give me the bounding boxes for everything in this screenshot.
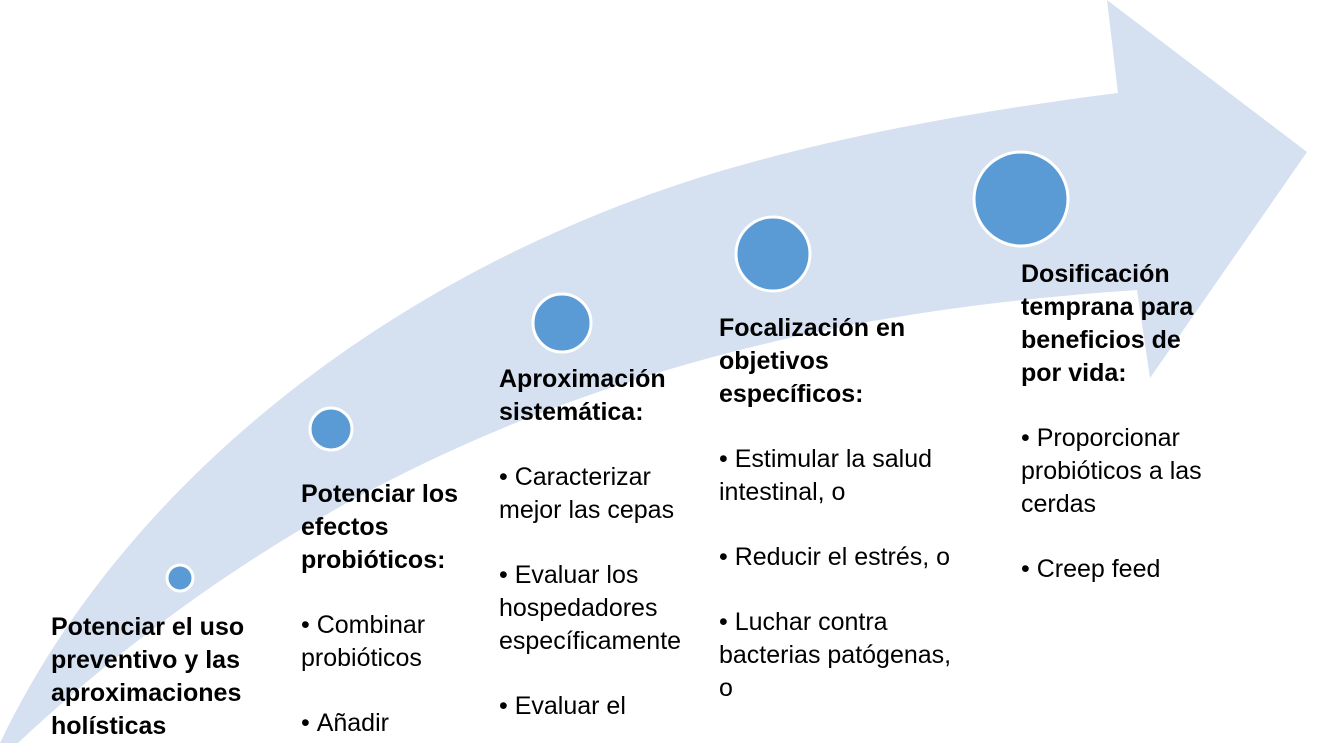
stage-4-bullet-2: Reducir el estrés, o (719, 541, 984, 574)
stage-5-heading: Dosificación temprana para beneficios de… (1021, 260, 1194, 387)
stage-1: Potenciar el uso preventivo y las aproxi… (51, 611, 291, 743)
stage-2-bullet-1: Combinar probióticos (301, 609, 501, 675)
stage-1-heading: Potenciar el uso preventivo y las aproxi… (51, 613, 245, 740)
stage-3-bullet-2: Evaluar los hospedadores específicamente (499, 559, 714, 658)
stage-5-bullet-2: Creep feed (1021, 553, 1251, 586)
stage-3-bullet-1: Caracterizar mejor las cepas (499, 461, 714, 527)
stage-3-bullets: Caracterizar mejor las cepas Evaluar los… (499, 461, 714, 723)
stage-2: Potenciar los efectos probióticos: Combi… (301, 478, 501, 740)
stage-4-heading: Focalización en objetivos específicos: (719, 314, 906, 408)
stage-5-dot (972, 150, 1070, 248)
stage-2-bullet-2: Añadir (301, 707, 501, 740)
stage-4: Focalización en objetivos específicos: E… (719, 312, 984, 705)
stage-3-bullet-3: Evaluar el (499, 690, 714, 723)
stage-3: Aproximación sistemática: Caracterizar m… (499, 363, 714, 723)
stage-4-bullet-3: Luchar contra bacterias patógenas, o (719, 606, 984, 705)
stage-1-dot (165, 563, 195, 593)
stage-5: Dosificación temprana para beneficios de… (1021, 258, 1251, 586)
stage-2-dot (308, 406, 354, 452)
stage-2-bullets: Combinar probióticos Añadir (301, 609, 501, 740)
stage-3-heading: Aproximación sistemática: (499, 365, 666, 426)
stage-4-bullets: Estimular la salud intestinal, o Reducir… (719, 443, 984, 705)
stage-3-dot (531, 292, 593, 354)
stage-5-bullet-1: Proporcionar probióticos a las cerdas (1021, 422, 1251, 521)
stage-4-dot (734, 215, 812, 293)
stage-5-bullets: Proporcionar probióticos a las cerdas Cr… (1021, 422, 1251, 586)
stage-2-heading: Potenciar los efectos probióticos: (301, 480, 458, 574)
stage-4-bullet-1: Estimular la salud intestinal, o (719, 443, 984, 509)
